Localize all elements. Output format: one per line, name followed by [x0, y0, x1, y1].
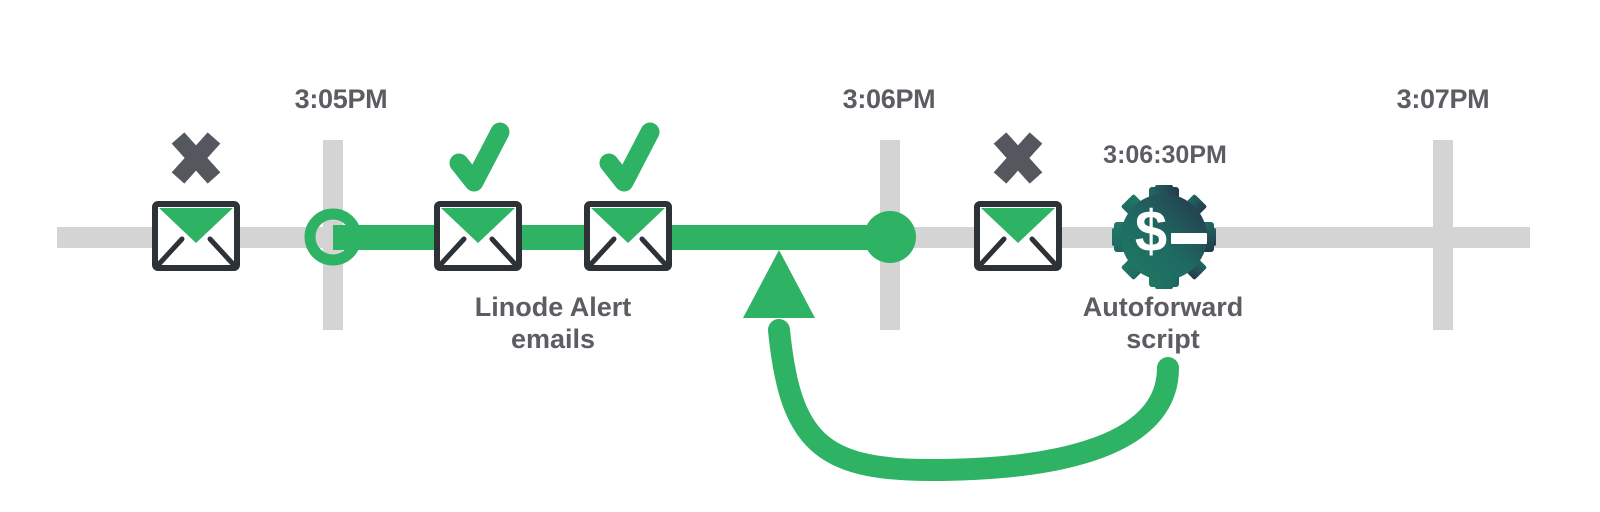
x-icon [171, 132, 221, 184]
event-label-line-2: emails [510, 324, 596, 354]
tick-label-307pm: 3:07PM [1396, 84, 1490, 114]
envelope-icon[interactable] [974, 201, 1062, 271]
tick-label-305pm: 3:05PM [294, 84, 388, 114]
dash-glyph [1171, 233, 1207, 244]
envelope-icon[interactable] [152, 201, 240, 271]
autoforward-script-time: 3:06:30PM [1103, 141, 1227, 169]
event-label-autoforward-script: Autoforward script [1083, 291, 1243, 355]
autoforward-feedback-arrow [743, 250, 1179, 482]
tick-label-306pm: 3:06PM [842, 84, 936, 114]
event-label-line-1: Autoforward [1082, 292, 1244, 322]
envelope-icon[interactable] [584, 201, 672, 271]
dollar-sign-glyph: $ [1135, 199, 1167, 264]
gear-dollar-icon[interactable]: $ [1112, 185, 1216, 289]
event-label-line-2: script [1126, 324, 1200, 354]
envelope-icon[interactable] [434, 201, 522, 271]
check-icon [599, 122, 660, 192]
timeline-marker-dot-306pm[interactable] [864, 211, 916, 263]
event-label-line-1: Linode Alert [474, 292, 632, 322]
tick-mark-307pm [1433, 140, 1453, 330]
check-icon [449, 122, 510, 192]
timeline-marker-ring-305pm[interactable] [304, 208, 362, 266]
svg-text:$: $ [1135, 199, 1167, 264]
event-label-linode-alert-emails: Linode Alert emails [475, 291, 632, 355]
x-icon [993, 132, 1043, 184]
